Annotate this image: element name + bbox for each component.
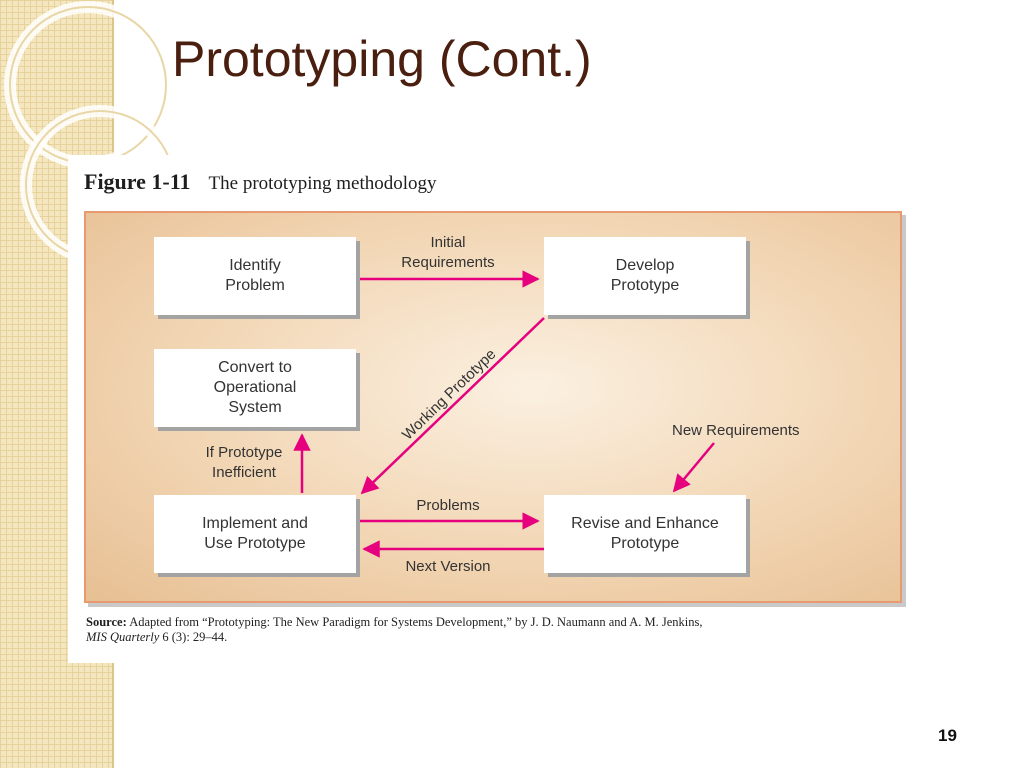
diagram-arrows bbox=[293, 270, 715, 558]
node-identify-line-1: Identify bbox=[229, 257, 281, 274]
label-if-inefficient-line-1: If Prototype bbox=[205, 444, 283, 461]
arrow-new-requirements bbox=[672, 442, 715, 493]
label-initial-requirements-line-1: Initial bbox=[430, 234, 466, 251]
figure-number: Figure 1-11 bbox=[84, 169, 191, 194]
figure-panel: Figure 1-11 The prototyping methodology … bbox=[68, 155, 916, 663]
page-number: 19 bbox=[938, 726, 957, 745]
label-next-version: Next Version bbox=[405, 558, 491, 575]
node-implement-line-2: Use Prototype bbox=[204, 535, 306, 552]
source-label: Source: bbox=[86, 615, 127, 629]
prototyping-diagram: Identify Problem Develop Prototype Conve… bbox=[84, 211, 902, 603]
node-implement-and-use-prototype: Implement and Use Prototype bbox=[154, 495, 356, 573]
node-revise-line-2: Prototype bbox=[610, 535, 680, 552]
node-implement-line-1: Implement and bbox=[202, 515, 308, 532]
figure-source-note: Source: Adapted from “Prototyping: The N… bbox=[86, 615, 886, 645]
node-convert-to-operational-system: Convert to Operational System bbox=[154, 349, 356, 427]
node-convert-line-1: Convert to bbox=[218, 359, 292, 376]
slide-title: Prototyping (Cont.) bbox=[172, 31, 592, 87]
source-text-2: 6 (3): 29–44. bbox=[162, 630, 228, 644]
node-convert-line-2: Operational bbox=[213, 379, 297, 396]
node-develop-line-1: Develop bbox=[615, 257, 675, 274]
node-identify-problem: Identify Problem bbox=[154, 237, 356, 315]
node-revise-and-enhance-prototype: Revise and Enhance Prototype bbox=[544, 495, 746, 573]
source-text-1: Adapted from “Prototyping: The New Parad… bbox=[129, 615, 703, 629]
node-identify-line-2: Problem bbox=[225, 277, 285, 294]
arrow-working-prototype bbox=[360, 317, 545, 495]
figure-caption: Figure 1-11 The prototyping methodology bbox=[84, 169, 437, 195]
figure-caption-text: The prototyping methodology bbox=[208, 173, 437, 194]
label-initial-requirements-line-2: Requirements bbox=[401, 254, 495, 271]
node-convert-line-3: System bbox=[228, 399, 282, 416]
label-initial-requirements: Initial Requirements bbox=[378, 233, 518, 273]
label-new-requirements: New Requirements bbox=[672, 422, 800, 439]
label-problems: Problems bbox=[416, 497, 480, 514]
node-revise-line-1: Revise and Enhance bbox=[571, 515, 719, 532]
label-if-inefficient-line-2: Inefficient bbox=[212, 464, 276, 481]
source-journal: MIS Quarterly bbox=[86, 630, 160, 644]
node-develop-line-2: Prototype bbox=[610, 277, 680, 294]
label-if-prototype-inefficient: If Prototype Inefficient bbox=[190, 443, 298, 483]
node-develop-prototype: Develop Prototype bbox=[544, 237, 746, 315]
